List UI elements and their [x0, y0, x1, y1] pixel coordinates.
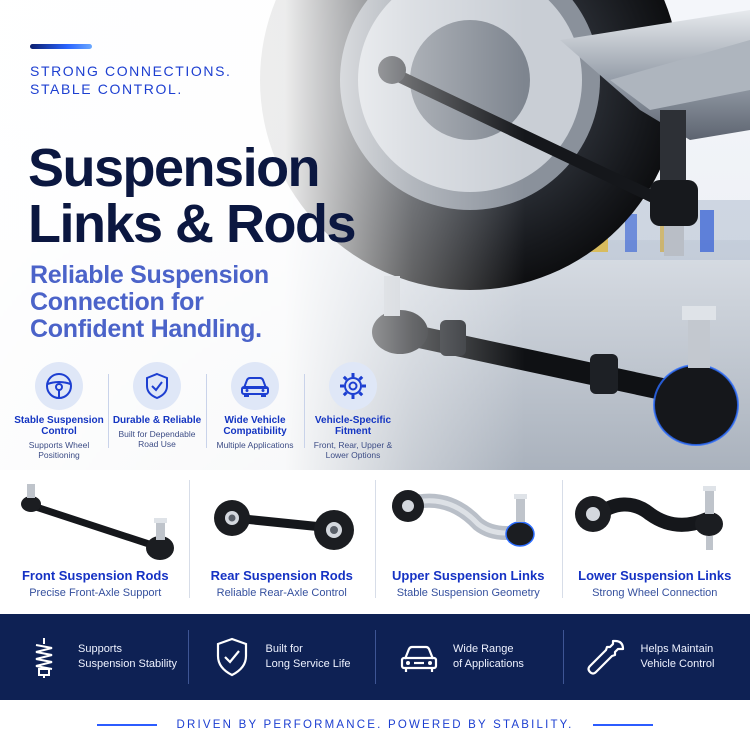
front-suspension-rod-image	[21, 484, 175, 560]
feature-icon-circle	[329, 362, 377, 410]
feature-desc: Front, Rear, Upper & Lower Options	[313, 440, 393, 460]
wrench-icon	[586, 639, 624, 675]
feature-item: Durable & Reliable Built for Dependable …	[108, 362, 206, 462]
hero-banner: STRONG CONNECTIONS. STABLE CONTROL. Susp…	[0, 0, 750, 470]
product-name: Lower Suspension Links	[578, 568, 732, 583]
gear-icon	[340, 373, 366, 399]
benefit-line: Supports	[78, 643, 123, 655]
subtitle-line: Connection for	[30, 288, 204, 316]
product-card: Front Suspension Rods Precise Front-Axle…	[2, 470, 189, 606]
feature-icon-circle	[35, 362, 83, 410]
product-name: Rear Suspension Rods	[210, 568, 353, 583]
shield-check-icon	[146, 372, 168, 400]
benefit-item: Built for Long Service Life	[187, 614, 376, 700]
product-name: Upper Suspension Links	[392, 568, 545, 583]
upper-suspension-link-image	[392, 490, 535, 547]
benefits-bar: Supports Suspension Stability Built for …	[0, 614, 750, 700]
feature-desc: Multiple Applications	[216, 440, 294, 450]
car-front-icon	[400, 645, 438, 672]
coil-spring-icon	[35, 638, 53, 678]
benefit-item: Wide Range of Applications	[375, 614, 563, 700]
feature-desc: Built for Dependable Road Use	[118, 429, 196, 449]
tagline-line: STABLE CONTROL.	[30, 81, 183, 97]
steering-wheel-icon	[46, 373, 72, 399]
tagline-line: STRONG CONNECTIONS.	[30, 63, 232, 79]
product-card: Lower Suspension Links Strong Wheel Conn…	[561, 470, 749, 606]
feature-icon-circle	[231, 362, 279, 410]
feature-icon-circle	[133, 362, 181, 410]
feature-desc: Supports Wheel Positioning	[28, 440, 90, 460]
page-title: Suspension Links & Rods	[28, 138, 357, 254]
benefit-line: Built for	[265, 643, 303, 655]
benefit-text: Built for Long Service Life	[266, 642, 351, 672]
feature-title: Vehicle-Specific Fitment	[314, 415, 392, 437]
footer-divider-left	[96, 724, 157, 726]
benefit-line: Helps Maintain	[640, 643, 714, 655]
product-card: Upper Suspension Links Stable Suspension…	[375, 470, 562, 606]
title-line: Suspension	[28, 138, 321, 198]
product-desc: Stable Suspension Geometry	[396, 587, 540, 599]
tagline: STRONG CONNECTIONS. STABLE CONTROL.	[30, 62, 232, 98]
benefit-item: Supports Suspension Stability	[0, 614, 188, 700]
footer-divider-right	[593, 724, 654, 726]
feature-item: Wide Vehicle Compatibility Multiple Appl…	[206, 362, 304, 462]
footer: DRIVEN BY PERFORMANCE. POWERED BY STABIL…	[0, 700, 750, 750]
title-line: Links & Rods	[28, 194, 357, 254]
subtitle: Reliable Suspension Connection for Confi…	[30, 262, 269, 343]
feature-item: Stable Suspension Control Supports Wheel…	[10, 362, 108, 462]
lower-suspension-link-image	[574, 486, 723, 550]
footer-slogan: DRIVEN BY PERFORMANCE. POWERED BY STABIL…	[176, 719, 574, 731]
shield-check-icon	[216, 637, 247, 677]
benefit-line: Vehicle Control	[640, 658, 715, 670]
benefit-text: Supports Suspension Stability	[78, 642, 177, 672]
benefit-line: Wide Range	[453, 643, 514, 655]
feature-title: Stable Suspension Control	[14, 415, 104, 437]
rear-suspension-rod-image	[213, 500, 354, 550]
product-row: Front Suspension Rods Precise Front-Axle…	[0, 470, 750, 606]
product-name: Front Suspension Rods	[21, 568, 169, 583]
feature-list: Stable Suspension Control Supports Wheel…	[10, 362, 410, 462]
feature-item: Vehicle-Specific Fitment Front, Rear, Up…	[304, 362, 402, 462]
car-icon	[241, 377, 269, 397]
product-card: Rear Suspension Rods Reliable Rear-Axle …	[188, 470, 376, 606]
feature-title: Durable & Reliable	[112, 415, 202, 426]
benefit-line: Suspension Stability	[78, 658, 178, 670]
benefit-item: Helps Maintain Vehicle Control	[562, 614, 750, 700]
product-desc: Reliable Rear-Axle Control	[216, 587, 347, 599]
benefit-line: Long Service Life	[265, 658, 351, 670]
product-desc: Precise Front-Axle Support	[29, 587, 162, 599]
benefit-line: of Applications	[453, 658, 524, 670]
subtitle-line: Reliable Suspension	[30, 261, 269, 289]
benefit-text: Wide Range of Applications	[453, 642, 524, 672]
benefit-text: Helps Maintain Vehicle Control	[641, 642, 715, 672]
feature-title: Wide Vehicle Compatibility	[223, 415, 287, 437]
accent-bar	[30, 44, 92, 49]
subtitle-line: Confident Handling.	[30, 315, 262, 343]
product-desc: Strong Wheel Connection	[592, 587, 718, 599]
